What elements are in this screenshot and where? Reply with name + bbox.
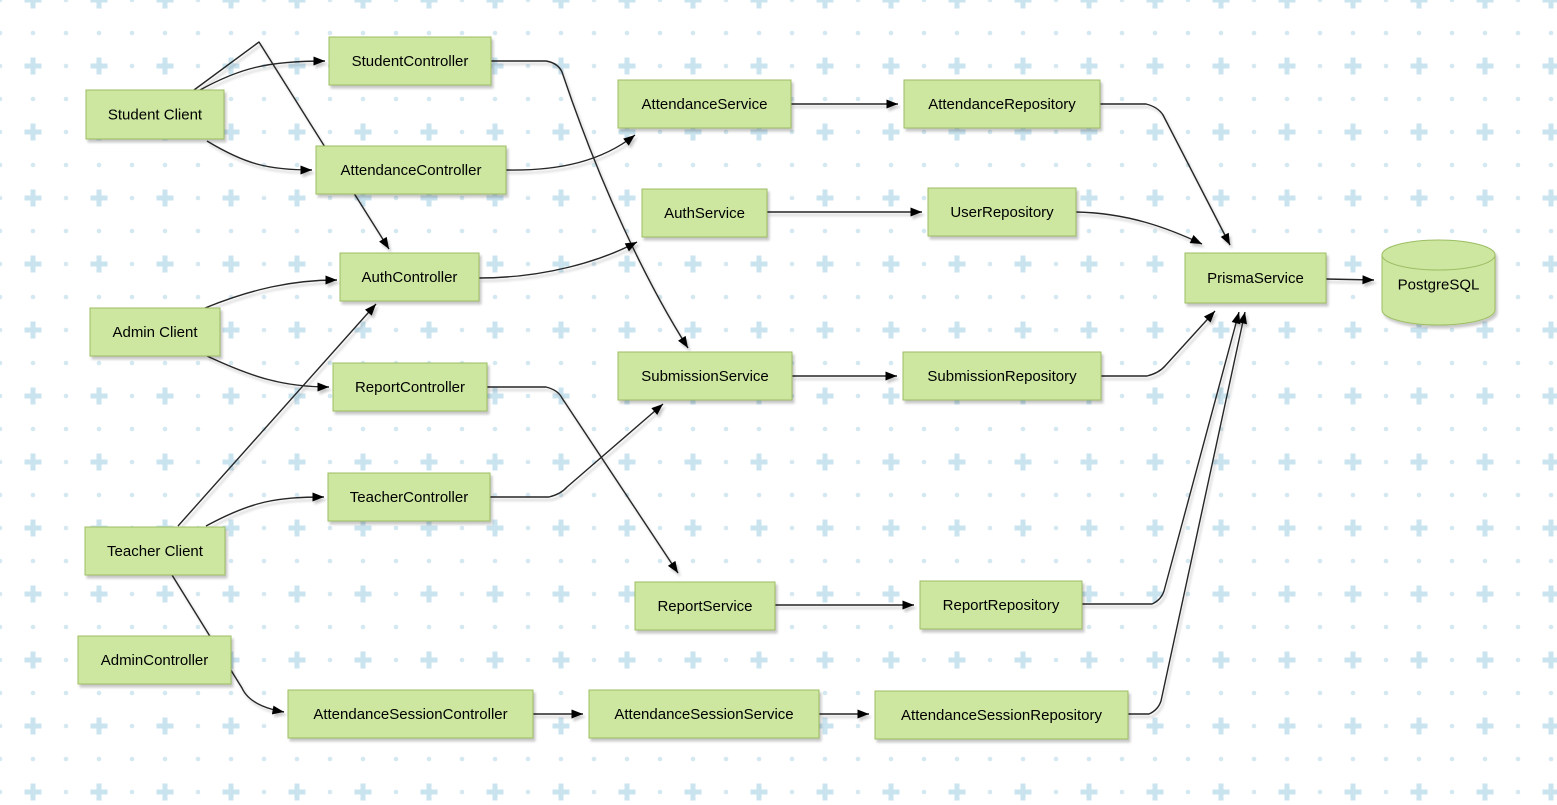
node-attendance_session_controller[interactable]: AttendanceSessionController — [287, 689, 534, 739]
node-box-prisma_service[interactable] — [1184, 252, 1327, 304]
edge-student_client-to-attendance_controller[interactable] — [206, 140, 313, 175]
node-box-attendance_controller[interactable] — [315, 145, 507, 195]
edge-teacher_client-to-attendance_session_controller[interactable] — [171, 574, 285, 715]
edge-teacher_client-to-teacher_controller[interactable] — [205, 492, 325, 527]
node-report_controller[interactable]: ReportController — [332, 362, 488, 412]
edge-report_repository-to-prisma_service[interactable] — [1082, 311, 1241, 605]
edge-teacher_client-to-auth_controller[interactable] — [177, 303, 377, 527]
node-teacher_client[interactable]: Teacher Client — [84, 526, 226, 576]
node-box-attendance_repository[interactable] — [903, 79, 1101, 129]
node-student_controller[interactable]: StudentController — [328, 36, 492, 86]
edge-admin_client-to-report_controller[interactable] — [206, 355, 330, 392]
node-box-attendance_session_service[interactable] — [588, 689, 820, 739]
database-cylinder-icon[interactable] — [1381, 239, 1496, 326]
edge-teacher_controller-to-submission_service[interactable] — [490, 403, 664, 498]
node-postgresql[interactable]: PostgreSQL — [1381, 239, 1496, 326]
edge-student_client-to-student_controller[interactable] — [199, 56, 326, 91]
node-report_service[interactable]: ReportService — [634, 581, 776, 631]
node-prisma_service[interactable]: PrismaService — [1184, 252, 1327, 304]
edge-admin_client-to-auth_controller[interactable] — [204, 275, 338, 309]
node-box-user_repository[interactable] — [927, 187, 1077, 237]
edge-auth_controller-to-auth_service[interactable] — [478, 241, 638, 279]
edge-attendance_repository-to-prisma_service[interactable] — [1100, 103, 1231, 246]
node-attendance_session_service[interactable]: AttendanceSessionService — [588, 689, 820, 739]
edge-attendance_session_repository-to-prisma_service[interactable] — [1128, 311, 1247, 715]
cylinder-top-ellipse — [1381, 254, 1496, 271]
edge-prisma_service-to-postgresql[interactable] — [1325, 275, 1375, 285]
node-box-submission_service[interactable] — [617, 351, 793, 401]
node-box-attendance_session_controller[interactable] — [287, 689, 534, 739]
node-attendance_controller[interactable]: AttendanceController — [315, 145, 507, 195]
node-auth_service[interactable]: AuthService — [641, 188, 768, 238]
node-submission_repository[interactable]: SubmissionRepository — [902, 351, 1102, 401]
node-user_repository[interactable]: UserRepository — [927, 187, 1077, 237]
edge-submission_repository-to-prisma_service[interactable] — [1101, 310, 1216, 377]
node-box-report_service[interactable] — [634, 581, 776, 631]
node-box-teacher_controller[interactable] — [327, 472, 491, 522]
node-box-student_client[interactable] — [85, 89, 225, 140]
node-box-auth_controller[interactable] — [339, 252, 480, 302]
edge-attendance_controller-to-attendance_service[interactable] — [505, 134, 636, 171]
node-box-submission_repository[interactable] — [902, 351, 1102, 401]
edge-student_controller-to-submission_service[interactable] — [491, 60, 689, 349]
node-attendance_service[interactable]: AttendanceService — [617, 79, 792, 129]
node-auth_controller[interactable]: AuthController — [339, 252, 480, 302]
node-box-teacher_client[interactable] — [84, 526, 226, 576]
node-admin_client[interactable]: Admin Client — [89, 307, 221, 357]
node-submission_service[interactable]: SubmissionService — [617, 351, 793, 401]
node-box-report_controller[interactable] — [332, 362, 488, 412]
node-student_client[interactable]: Student Client — [85, 89, 225, 140]
node-box-admin_controller[interactable] — [77, 635, 232, 685]
edge-report_controller-to-report_service[interactable] — [487, 386, 679, 574]
node-admin_controller[interactable]: AdminController — [77, 635, 232, 685]
node-box-admin_client[interactable] — [89, 307, 221, 357]
node-box-attendance_session_repository[interactable] — [874, 690, 1129, 740]
node-report_repository[interactable]: ReportRepository — [919, 580, 1083, 630]
node-box-report_repository[interactable] — [919, 580, 1083, 630]
edge-user_repository-to-prisma_service[interactable] — [1075, 211, 1203, 245]
node-box-student_controller[interactable] — [328, 36, 492, 86]
node-attendance_repository[interactable]: AttendanceRepository — [903, 79, 1101, 129]
node-teacher_controller[interactable]: TeacherController — [327, 472, 491, 522]
node-box-attendance_service[interactable] — [617, 79, 792, 129]
node-attendance_session_repository[interactable]: AttendanceSessionRepository — [874, 690, 1129, 740]
edges-layer — [171, 41, 1375, 719]
node-box-auth_service[interactable] — [641, 188, 768, 238]
